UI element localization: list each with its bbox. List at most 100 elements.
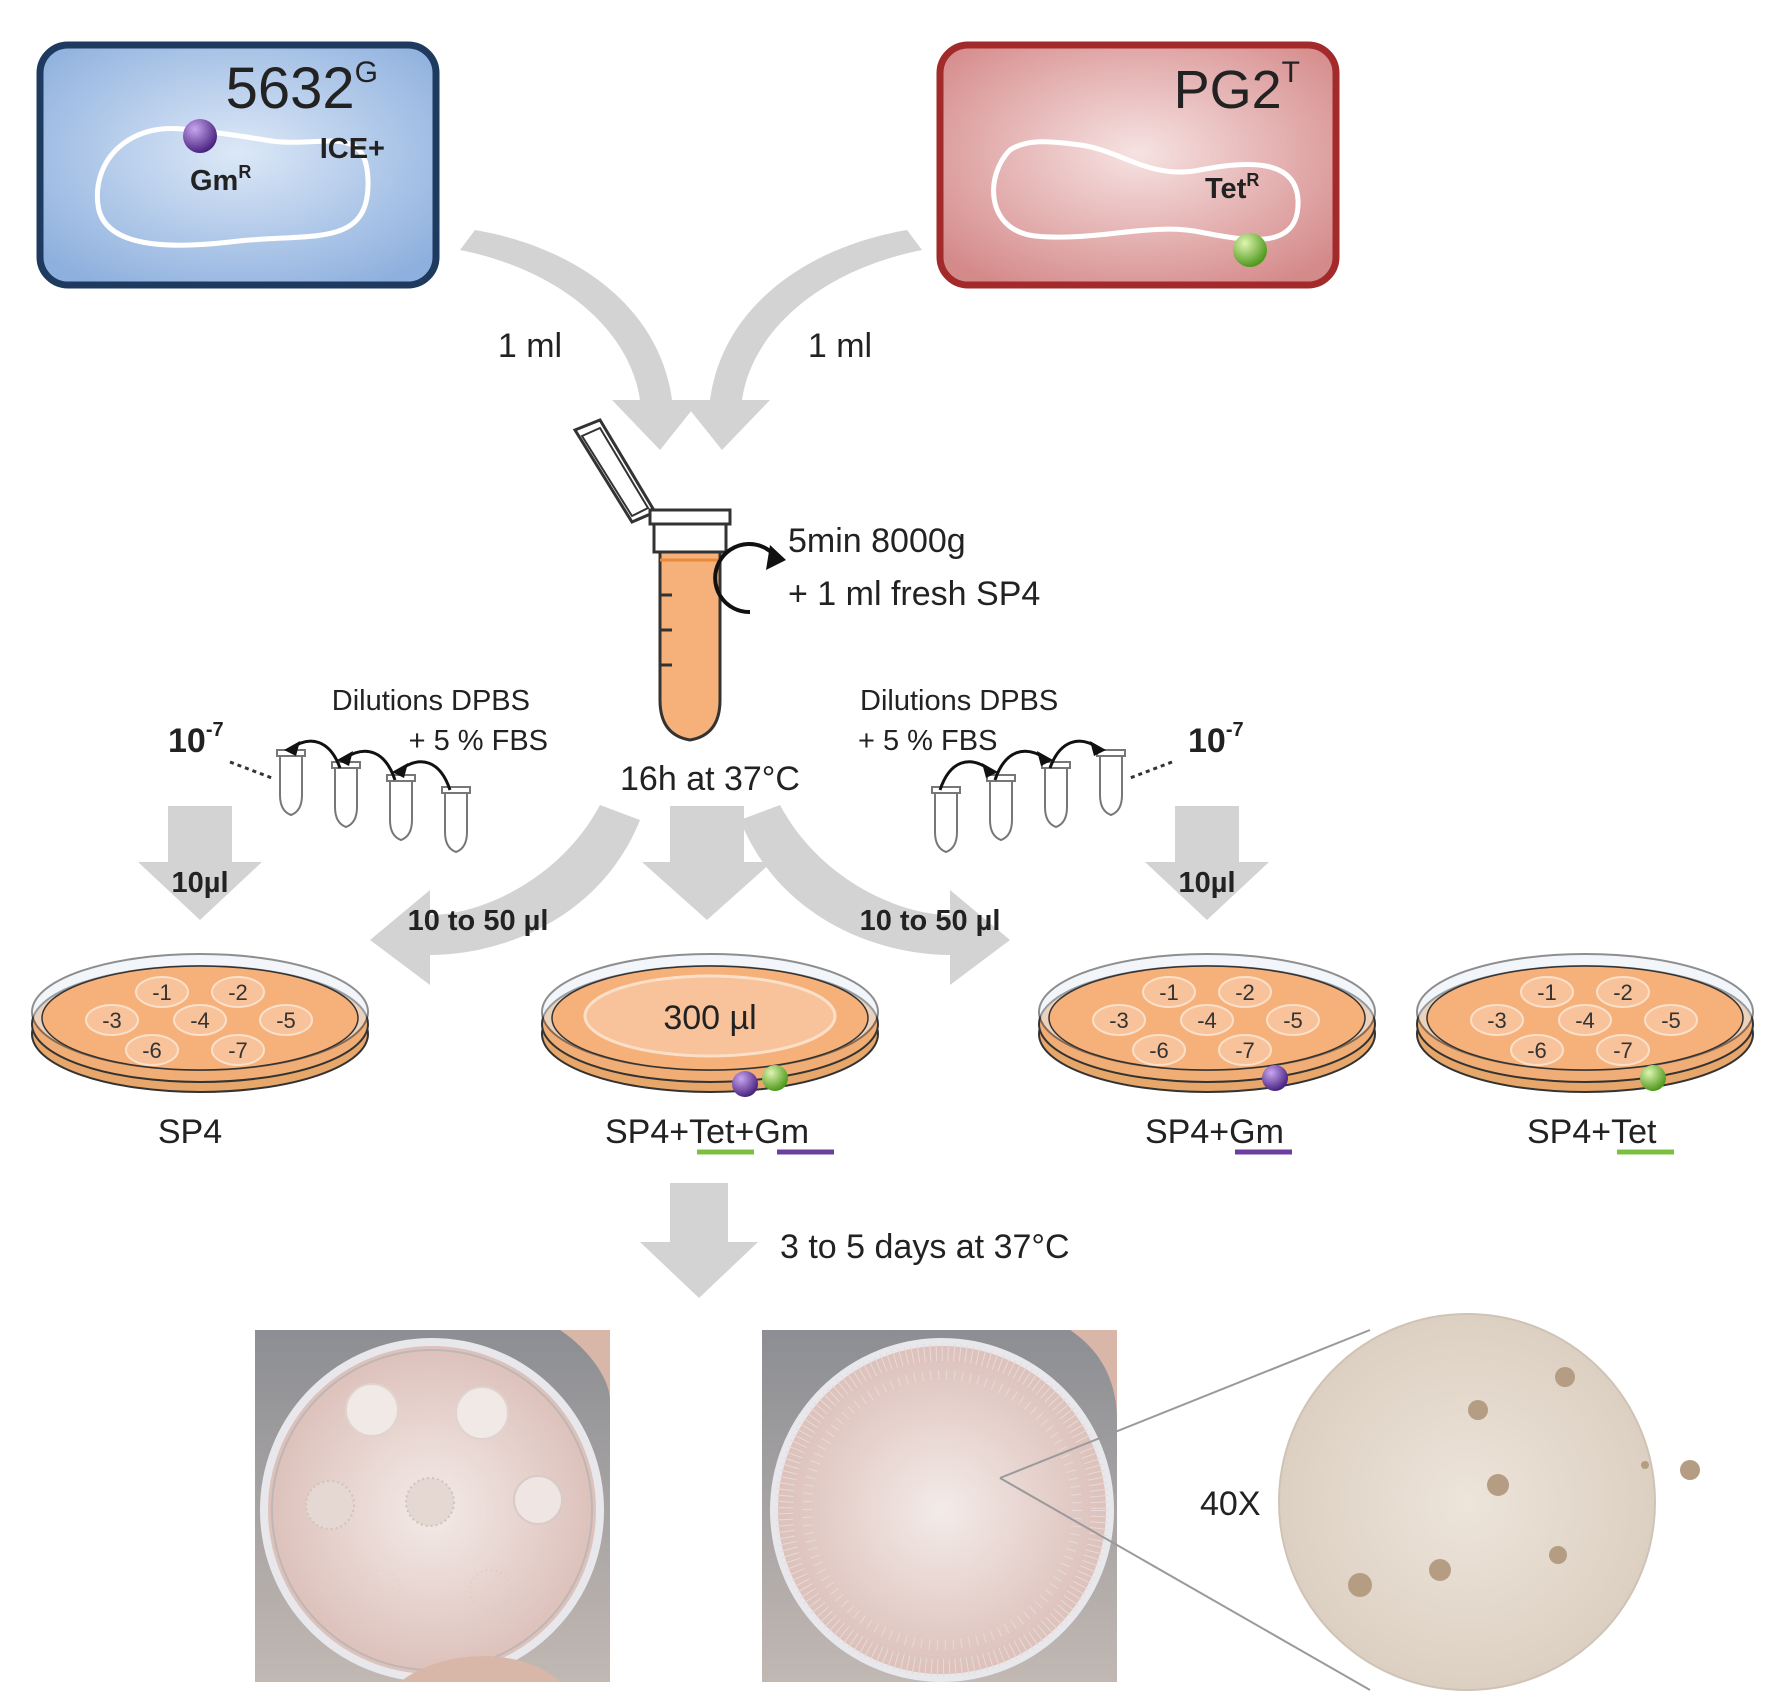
gm-resistance-marker (183, 119, 217, 153)
plate-sp4: -1 -2 -3 -4 -5 -6 -7 (31, 953, 369, 1093)
dilution-spot-label: -1 (1159, 980, 1179, 1005)
dilution-spot-label: -7 (1613, 1038, 1633, 1063)
dilution-spot: -7 (1596, 1034, 1650, 1066)
incubation-label: 16h at 37°C (620, 760, 800, 798)
right-spot-arrow (1145, 806, 1269, 920)
plate-gm-label: SP4+Gm (1145, 1113, 1284, 1151)
donor-chromosome (94, 126, 371, 248)
centrifuge-step-line2: + 1 ml fresh SP4 (788, 575, 1040, 613)
dilution-spot-label: -5 (1661, 1008, 1681, 1033)
dilution-spot-label: -7 (228, 1038, 248, 1063)
dilution-spot: -6 (1510, 1034, 1564, 1066)
right-dilution-factor: 10-7 (1188, 719, 1244, 760)
dilution-spot-label: -3 (102, 1008, 122, 1033)
dilution-spot-label: -2 (1613, 980, 1633, 1005)
dilution-spot-label: -4 (190, 1008, 210, 1033)
left-mix-volume: 10 to 50 µl (408, 905, 549, 937)
ice-label: ICE+ (320, 133, 385, 165)
dilution-spot-label: -2 (1235, 980, 1255, 1005)
dilution-spot-label: -4 (1575, 1008, 1595, 1033)
left-dilution-text-line2: + 5 % FBS (409, 725, 548, 757)
dilution-spot-label: -1 (1537, 980, 1557, 1005)
dilution-spot: -5 (1266, 1004, 1320, 1036)
final-incubation-arrow (640, 1183, 758, 1298)
final-incubation-label: 3 to 5 days at 37°C (780, 1228, 1070, 1266)
dilution-spot: -6 (1132, 1034, 1186, 1066)
left-spot-arrow (138, 806, 262, 920)
right-mix-volume: 10 to 50 µl (860, 905, 1001, 937)
dilution-spot: -2 (1596, 976, 1650, 1008)
left-mix-arrow (370, 805, 640, 985)
right-mix-arrow (740, 805, 1010, 985)
magnified-view (999, 1313, 1700, 1691)
recipient-transfer-arrow (682, 230, 922, 450)
recipient-volume: 1 ml (808, 327, 872, 365)
rotation-arrowhead (766, 545, 786, 570)
donor-strain-box: 5632G ICE+ GmR (36, 41, 440, 289)
dilution-spot: -7 (1218, 1034, 1272, 1066)
donor-transfer-arrow (460, 230, 700, 450)
centrifuge-step-line1: 5min 8000g (788, 522, 966, 560)
photo-spot-plate (255, 1330, 610, 1682)
recipient-chromosome (991, 139, 1301, 242)
dilution-spot: -1 (1520, 976, 1574, 1008)
dilution-spot: -1 (1142, 976, 1196, 1008)
dilution-spot-label: -3 (1487, 1008, 1507, 1033)
dilution-spot: -3 (85, 1004, 139, 1036)
donor-cell-dot (732, 1071, 758, 1097)
right-dilution-text-line2: + 5 % FBS (858, 725, 997, 757)
donor-cell-dot (1262, 1065, 1288, 1091)
recipient-cell-dot (762, 1065, 788, 1091)
dilution-spot: -5 (1644, 1004, 1698, 1036)
centrifuge-rotation-icon (713, 542, 780, 615)
tet-resistance-marker (1233, 233, 1267, 267)
plate-mating: 300 µl (541, 953, 879, 1097)
dilution-spot: -4 (1558, 1004, 1612, 1036)
donor-strain-name: 5632G (226, 56, 378, 121)
dilution-spot: -3 (1470, 1004, 1524, 1036)
dilution-spot: -4 (173, 1004, 227, 1036)
magnification-label: 40X (1200, 1485, 1261, 1523)
left-spot-volume: 10µl (171, 867, 228, 899)
plate-gm: -1 -2 -3 -4 -5 -6 -7 (1038, 953, 1376, 1093)
donor-volume: 1 ml (498, 327, 562, 365)
mating-tube (572, 418, 732, 742)
recipient-strain-box: PG2T TetR (936, 41, 1340, 289)
dilution-spot: -7 (211, 1034, 265, 1066)
dilution-spot: -6 (125, 1034, 179, 1066)
left-dilution-series: Dilutions DPBS + 5 % FBS 10-7 (168, 685, 548, 853)
left-dilution-factor: 10-7 (168, 719, 224, 760)
dilution-spot-label: -6 (142, 1038, 162, 1063)
dilution-spot-label: -5 (1283, 1008, 1303, 1033)
dilution-spot: -1 (135, 976, 189, 1008)
gm-resistance-label: GmR (190, 162, 251, 197)
dilution-spot-label: -7 (1235, 1038, 1255, 1063)
mating-plate-volume: 300 µl (663, 999, 756, 1037)
photo-mating-plate (762, 1330, 1117, 1682)
plate-tet-label: SP4+Tet (1527, 1113, 1657, 1151)
right-dilution-series: Dilutions DPBS + 5 % FBS 10-7 (858, 685, 1244, 853)
dilution-spot: -3 (1092, 1004, 1146, 1036)
recipient-cell-dot (1640, 1065, 1666, 1091)
dilution-spot-label: -5 (276, 1008, 296, 1033)
dilution-spot: -4 (1180, 1004, 1234, 1036)
plate-tet: -1 -2 -3 -4 -5 -6 -7 (1416, 953, 1754, 1093)
dilution-spot-label: -1 (152, 980, 172, 1005)
dilution-spot-label: -3 (1109, 1008, 1129, 1033)
recipient-strain-name: PG2T (1174, 56, 1300, 120)
plate-sp4-label: SP4 (158, 1113, 222, 1151)
tet-resistance-label: TetR (1205, 170, 1259, 205)
dilution-spot: -5 (259, 1004, 313, 1036)
dilution-spot-label: -2 (228, 980, 248, 1005)
dilution-spot: -2 (211, 976, 265, 1008)
right-dilution-text-line1: Dilutions DPBS (860, 685, 1058, 717)
dilution-spot-label: -6 (1149, 1038, 1169, 1063)
plate-mating-label: SP4+Tet+Gm (605, 1113, 809, 1151)
right-spot-volume: 10µl (1178, 867, 1235, 899)
dilution-spot-label: -6 (1527, 1038, 1547, 1063)
dilution-spot-label: -4 (1197, 1008, 1217, 1033)
dilution-spot: -2 (1218, 976, 1272, 1008)
center-plating-arrow (642, 806, 772, 920)
left-dilution-text-line1: Dilutions DPBS (332, 685, 530, 717)
